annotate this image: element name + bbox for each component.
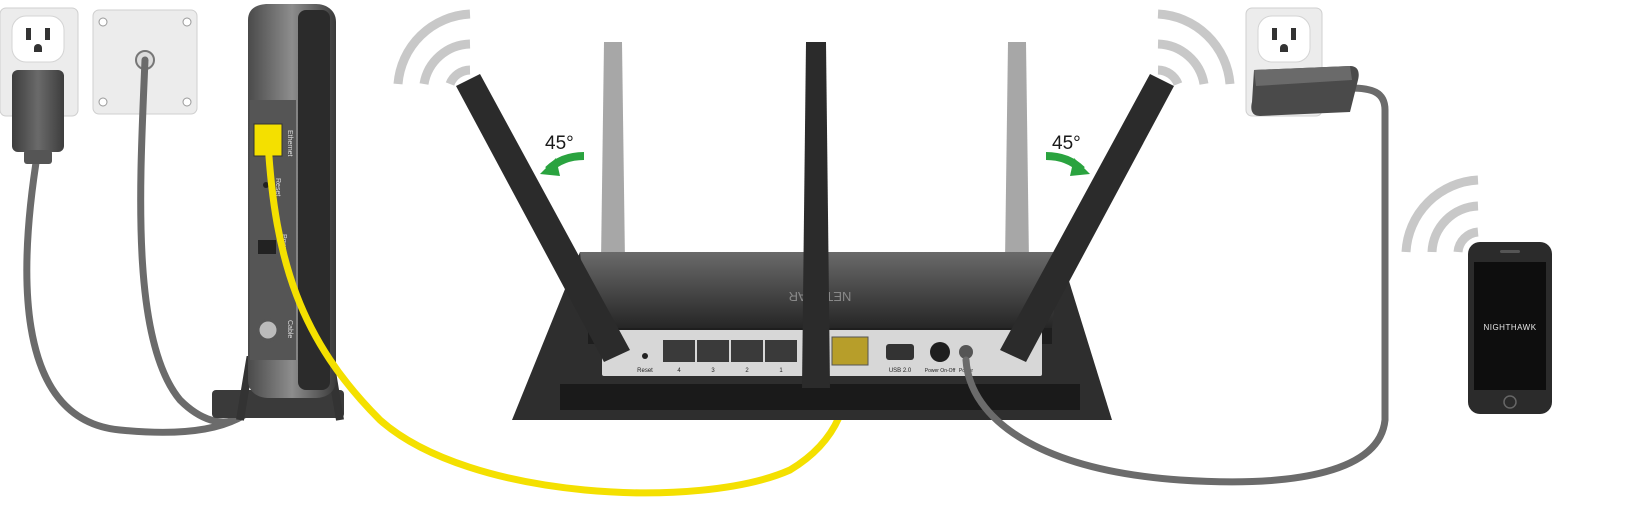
lan-port-4[interactable] <box>663 340 695 362</box>
antenna-center <box>802 42 830 388</box>
router-internet-port[interactable] <box>831 336 869 366</box>
angle-label-right: 45° <box>1052 133 1081 154</box>
router-power-button-label: Power On-Off <box>925 368 956 374</box>
lan-port-2[interactable] <box>731 340 763 362</box>
router-power-button[interactable] <box>930 342 950 362</box>
modem-coax-port[interactable] <box>256 318 280 342</box>
rotate-arrow-left <box>540 152 585 176</box>
ethernet-cable <box>264 138 854 497</box>
phone-home-button[interactable] <box>1503 395 1517 409</box>
phone-app-name: NIGHTHAWK <box>1483 323 1536 332</box>
modem-power-port[interactable] <box>258 240 276 254</box>
wifi-waves-right <box>1157 9 1235 86</box>
smartphone: NIGHTHAWK <box>1468 242 1552 414</box>
lan-label-1: 1 <box>779 368 783 374</box>
router-lan-ports: 4 3 2 1 <box>663 340 797 374</box>
modem-reset-label: Reset <box>274 178 281 196</box>
lan-port-1[interactable] <box>765 340 797 362</box>
router-usb-port[interactable] <box>886 344 914 360</box>
router-power-port[interactable] <box>959 345 973 359</box>
rotate-arrow-right <box>1045 152 1090 176</box>
antenna-left <box>456 74 630 362</box>
router-vents <box>560 384 1080 410</box>
router-reset-hole[interactable] <box>642 353 648 359</box>
wifi-waves-phone <box>1401 175 1479 253</box>
lan-label-4: 4 <box>677 368 681 374</box>
phone-screen <box>1474 262 1546 390</box>
lan-port-3[interactable] <box>697 340 729 362</box>
lan-label-2: 2 <box>745 368 749 374</box>
modem-cable-label: Cable <box>286 320 293 338</box>
router-reset-label: Reset <box>637 368 653 374</box>
lan-label-3: 3 <box>711 368 715 374</box>
angle-label-left: 45° <box>545 133 574 154</box>
router-usb-label: USB 2.0 <box>889 368 912 374</box>
wifi-waves-left <box>393 9 471 86</box>
antenna-right <box>1000 74 1174 362</box>
router-power-cable <box>962 84 1389 486</box>
power-adapter <box>1251 66 1359 116</box>
modem-reset-hole[interactable] <box>263 182 269 188</box>
modem-ethernet-label: Ethernet <box>286 130 293 157</box>
power-plug-left <box>12 70 64 164</box>
